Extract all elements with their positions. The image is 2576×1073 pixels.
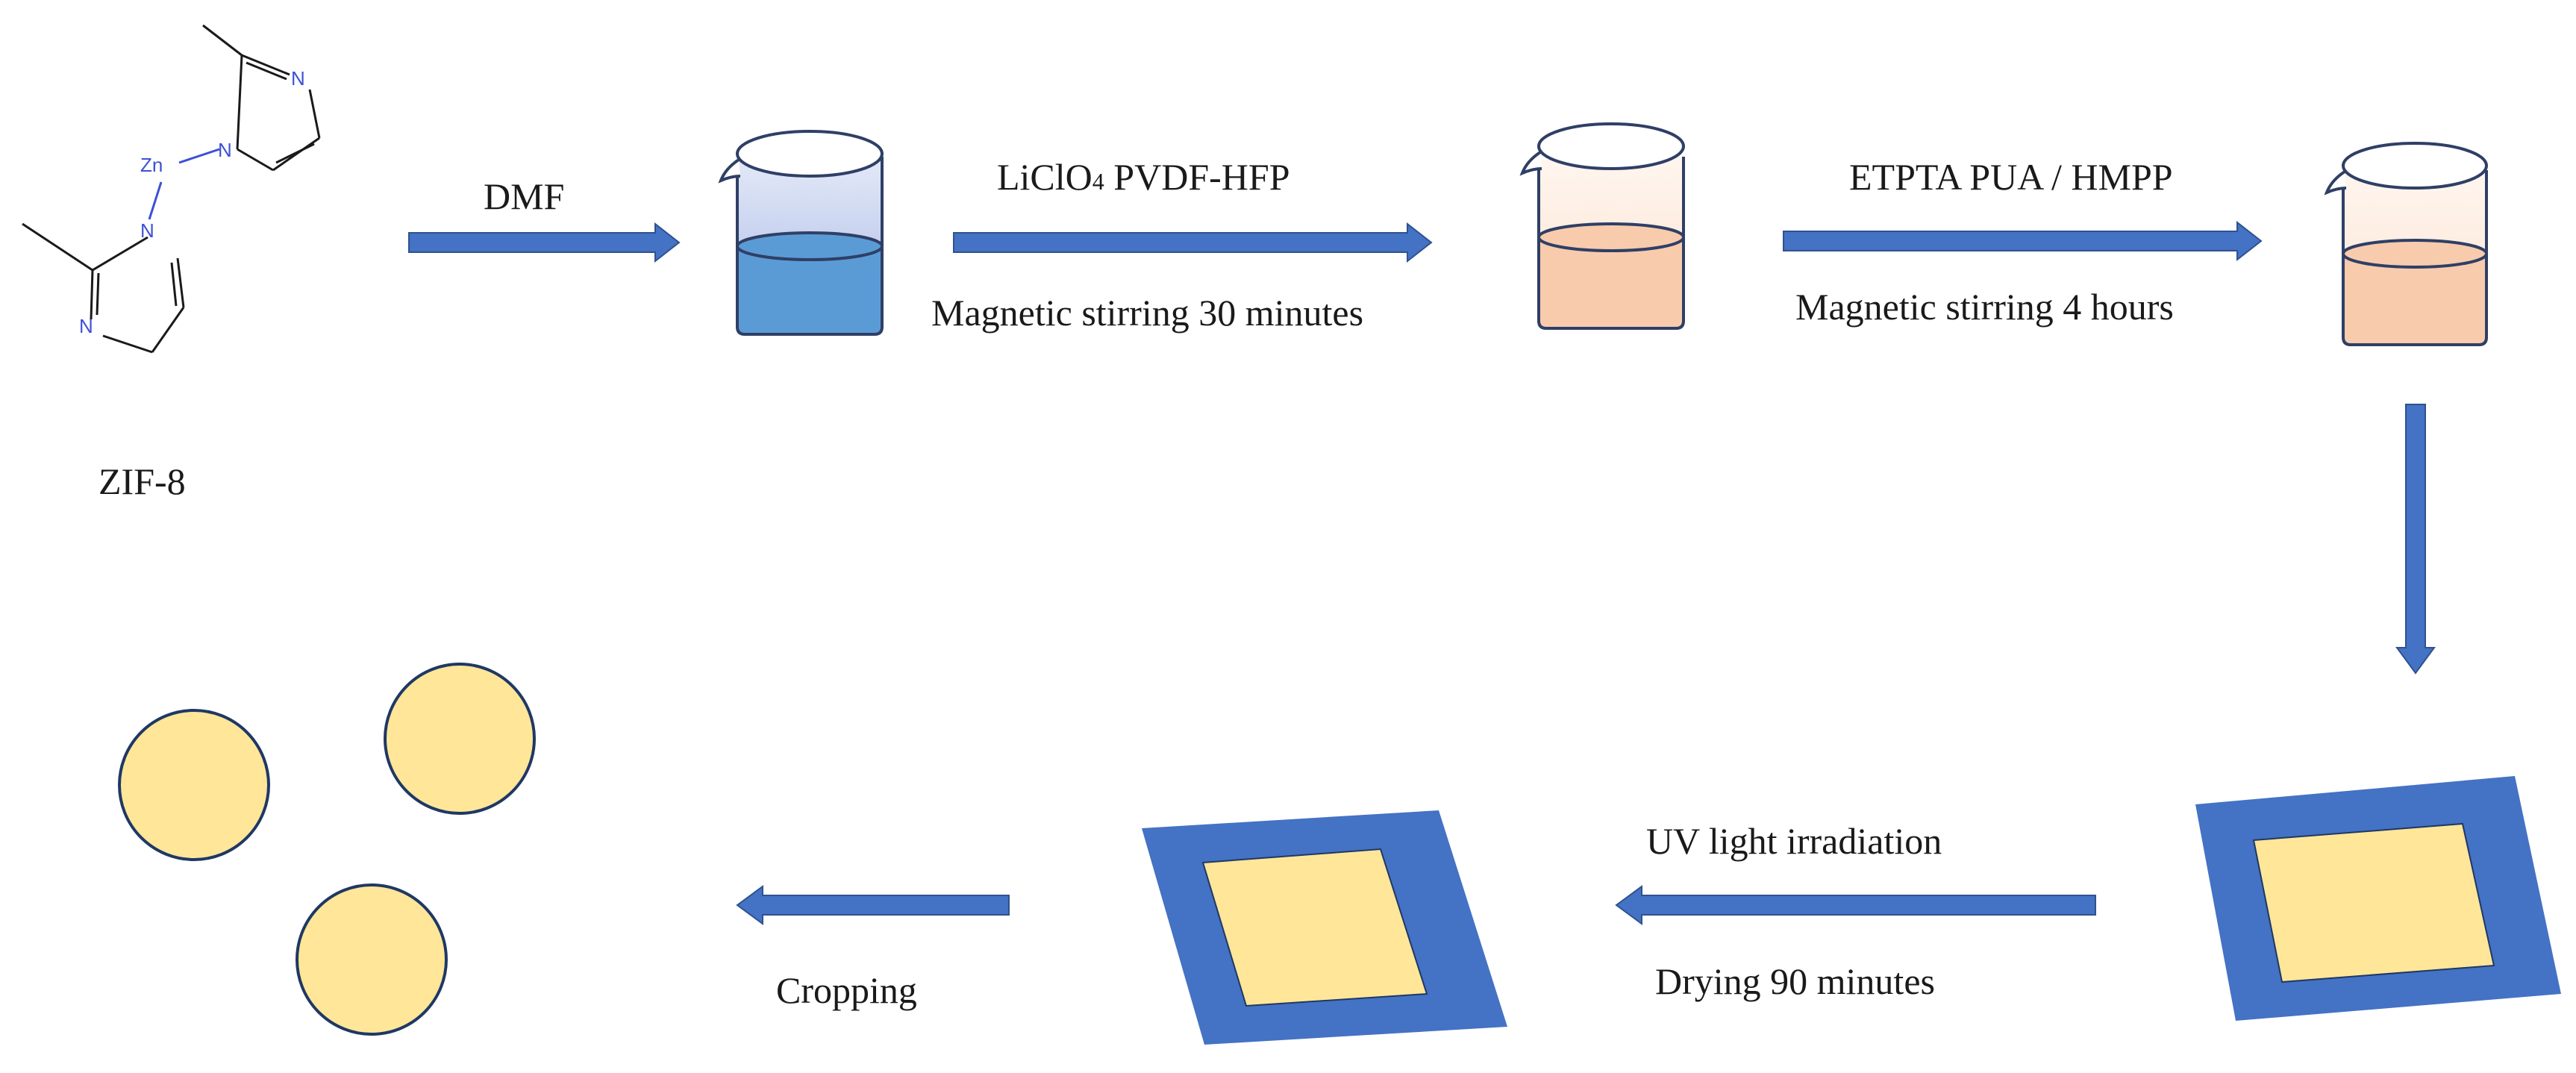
arrow-right-2 bbox=[953, 222, 1433, 263]
step3-top-label: ETPTA PUA / HMPP bbox=[1849, 156, 2173, 198]
nitrogen-atom-label: N bbox=[218, 139, 232, 161]
arrow-down bbox=[2395, 404, 2436, 675]
electrolyte-disc-icon-group bbox=[118, 663, 536, 1036]
arrow-left-1 bbox=[1615, 885, 2096, 925]
nitrogen-atom-label: N bbox=[291, 67, 305, 90]
electrolyte-disc-icon bbox=[384, 663, 536, 815]
electrolyte-disc-icon bbox=[118, 709, 270, 861]
step5-bottom-label: Drying 90 minutes bbox=[1655, 960, 1935, 1002]
zif8-label: ZIF-8 bbox=[99, 460, 186, 502]
membrane-film-icon-1 bbox=[2195, 776, 2561, 1021]
step2-polymer-label: PVDF-HFP bbox=[1104, 156, 1290, 198]
nitrogen-atom-label: N bbox=[140, 219, 154, 242]
arrow-right-1 bbox=[408, 222, 681, 263]
zn-atom-label: Zn bbox=[140, 154, 163, 176]
zif8-molecule-icon bbox=[22, 24, 321, 354]
nitrogen-atom-label: N bbox=[79, 315, 93, 337]
step2-bottom-label: Magnetic stirring 30 minutes bbox=[931, 292, 1364, 334]
electrolyte-disc-icon bbox=[296, 883, 448, 1036]
step3-bottom-label: Magnetic stirring 4 hours bbox=[1795, 286, 2174, 328]
step2-salt-subscript: 4 bbox=[1092, 168, 1104, 195]
beaker-orange-icon-1 bbox=[1519, 122, 1685, 330]
step1-label: DMF bbox=[484, 175, 565, 217]
step2-top-label: LiClO4 PVDF-HFP bbox=[997, 158, 1290, 195]
step2-salt-label: LiClO bbox=[997, 156, 1092, 198]
step5-top-label: UV light irradiation bbox=[1646, 820, 1942, 862]
beaker-orange-icon-2 bbox=[2324, 142, 2488, 346]
membrane-film-icon-2 bbox=[1142, 810, 1507, 1045]
beaker-blue-icon bbox=[718, 130, 884, 336]
arrow-right-3 bbox=[1783, 220, 2263, 262]
arrow-left-2 bbox=[736, 885, 1010, 925]
step6-label: Cropping bbox=[776, 969, 917, 1011]
